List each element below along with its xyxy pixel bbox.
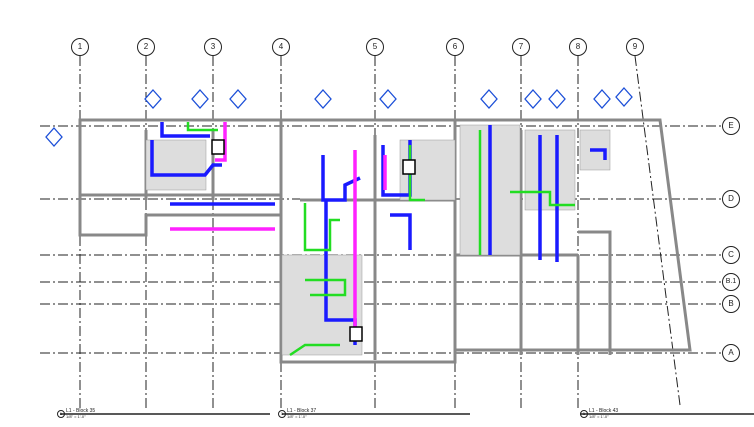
view-title-block-37[interactable]: L1 - Block 37 1/8" = 1'-0" [287,408,316,419]
grid-column-label: 7 [512,38,530,56]
grid-column-label: 8 [569,38,587,56]
view-scale: 1/8" = 1'-0" [589,414,609,419]
grid-row-label: B.1 [722,273,740,291]
view-title: L1 - Block 43 [589,408,619,414]
section-markers [45,87,633,147]
grid-column-label: 9 [626,38,644,56]
grid-column-label: 3 [204,38,222,56]
grid-row-label: A [722,344,740,362]
grid-row-label: E [722,117,740,135]
grid-column-label: 2 [137,38,155,56]
grid-column-label: 5 [366,38,384,56]
view-number: 1 [57,410,65,418]
grid-row-label: B [722,295,740,313]
grid-row-label: D [722,190,740,208]
view-title-block-43[interactable]: L1 - Block 43 1/8" = 1'-0" [589,408,618,419]
grid-column-label: 4 [272,38,290,56]
grid-column-label: 6 [446,38,464,56]
grid-column-label: 1 [71,38,89,56]
view-scale: 1/8" = 1'-0" [66,414,86,419]
grid-lines [40,55,722,410]
view-title: L1 - Block 35 [66,408,96,414]
view-title: L1 - Block 37 [287,408,317,414]
view-number: 1 [278,410,286,418]
view-scale: 1/8" = 1'-0" [287,414,307,419]
return-ducts [170,122,387,330]
view-number: 1 [580,410,588,418]
grid-row-label: C [722,246,740,264]
view-title-block-35[interactable]: L1 - Block 35 1/8" = 1'-0" [66,408,95,419]
equipment [211,139,416,342]
